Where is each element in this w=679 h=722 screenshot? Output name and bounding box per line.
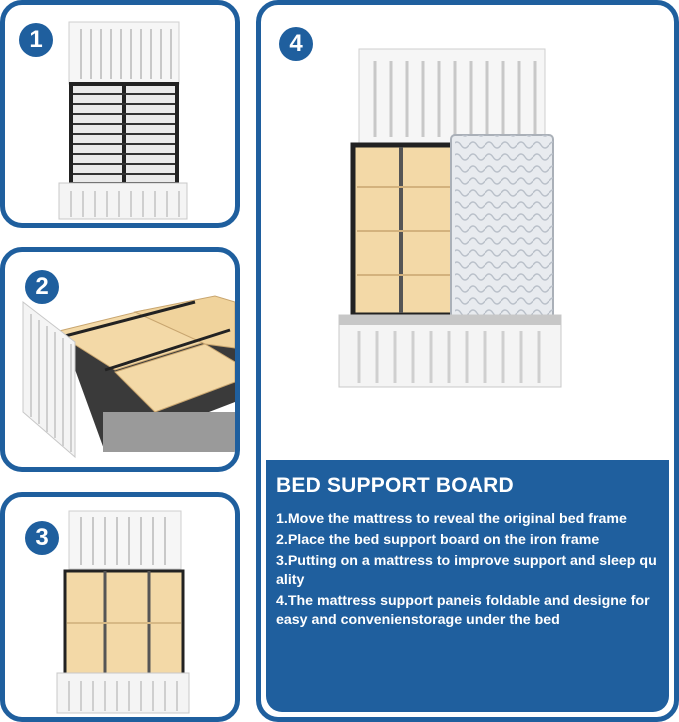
instruction-item: 4.The mattress support paneis foldable a… [276,593,650,628]
step-2-panel: 2 [0,247,240,472]
step-4-badge: 4 [279,27,313,61]
step-4-illustration [338,48,562,388]
step-3-badge: 3 [25,521,59,555]
step-3-panel: 3 [0,492,240,722]
instruction-list: 1.Move the mattress to reveal the origin… [276,510,659,630]
info-box: BED SUPPORT BOARD 1.Move the mattress to… [266,460,669,712]
instruction-item: 3.Putting on a mattress to improve suppo… [276,553,657,588]
step-2-illustration [22,295,235,459]
step-2-badge: 2 [25,270,59,304]
step-3-illustration [56,510,190,714]
step-4-panel: 4 BED [256,0,679,722]
step-1-panel: 1 [0,0,240,228]
instruction-item: 1.Move the mattress to reveal the origin… [276,511,627,527]
info-title: BED SUPPORT BOARD [276,474,514,497]
instruction-item: 2.Place the bed support board on the iro… [276,532,600,548]
step-1-badge: 1 [19,23,53,57]
step-1-illustration [58,21,188,220]
